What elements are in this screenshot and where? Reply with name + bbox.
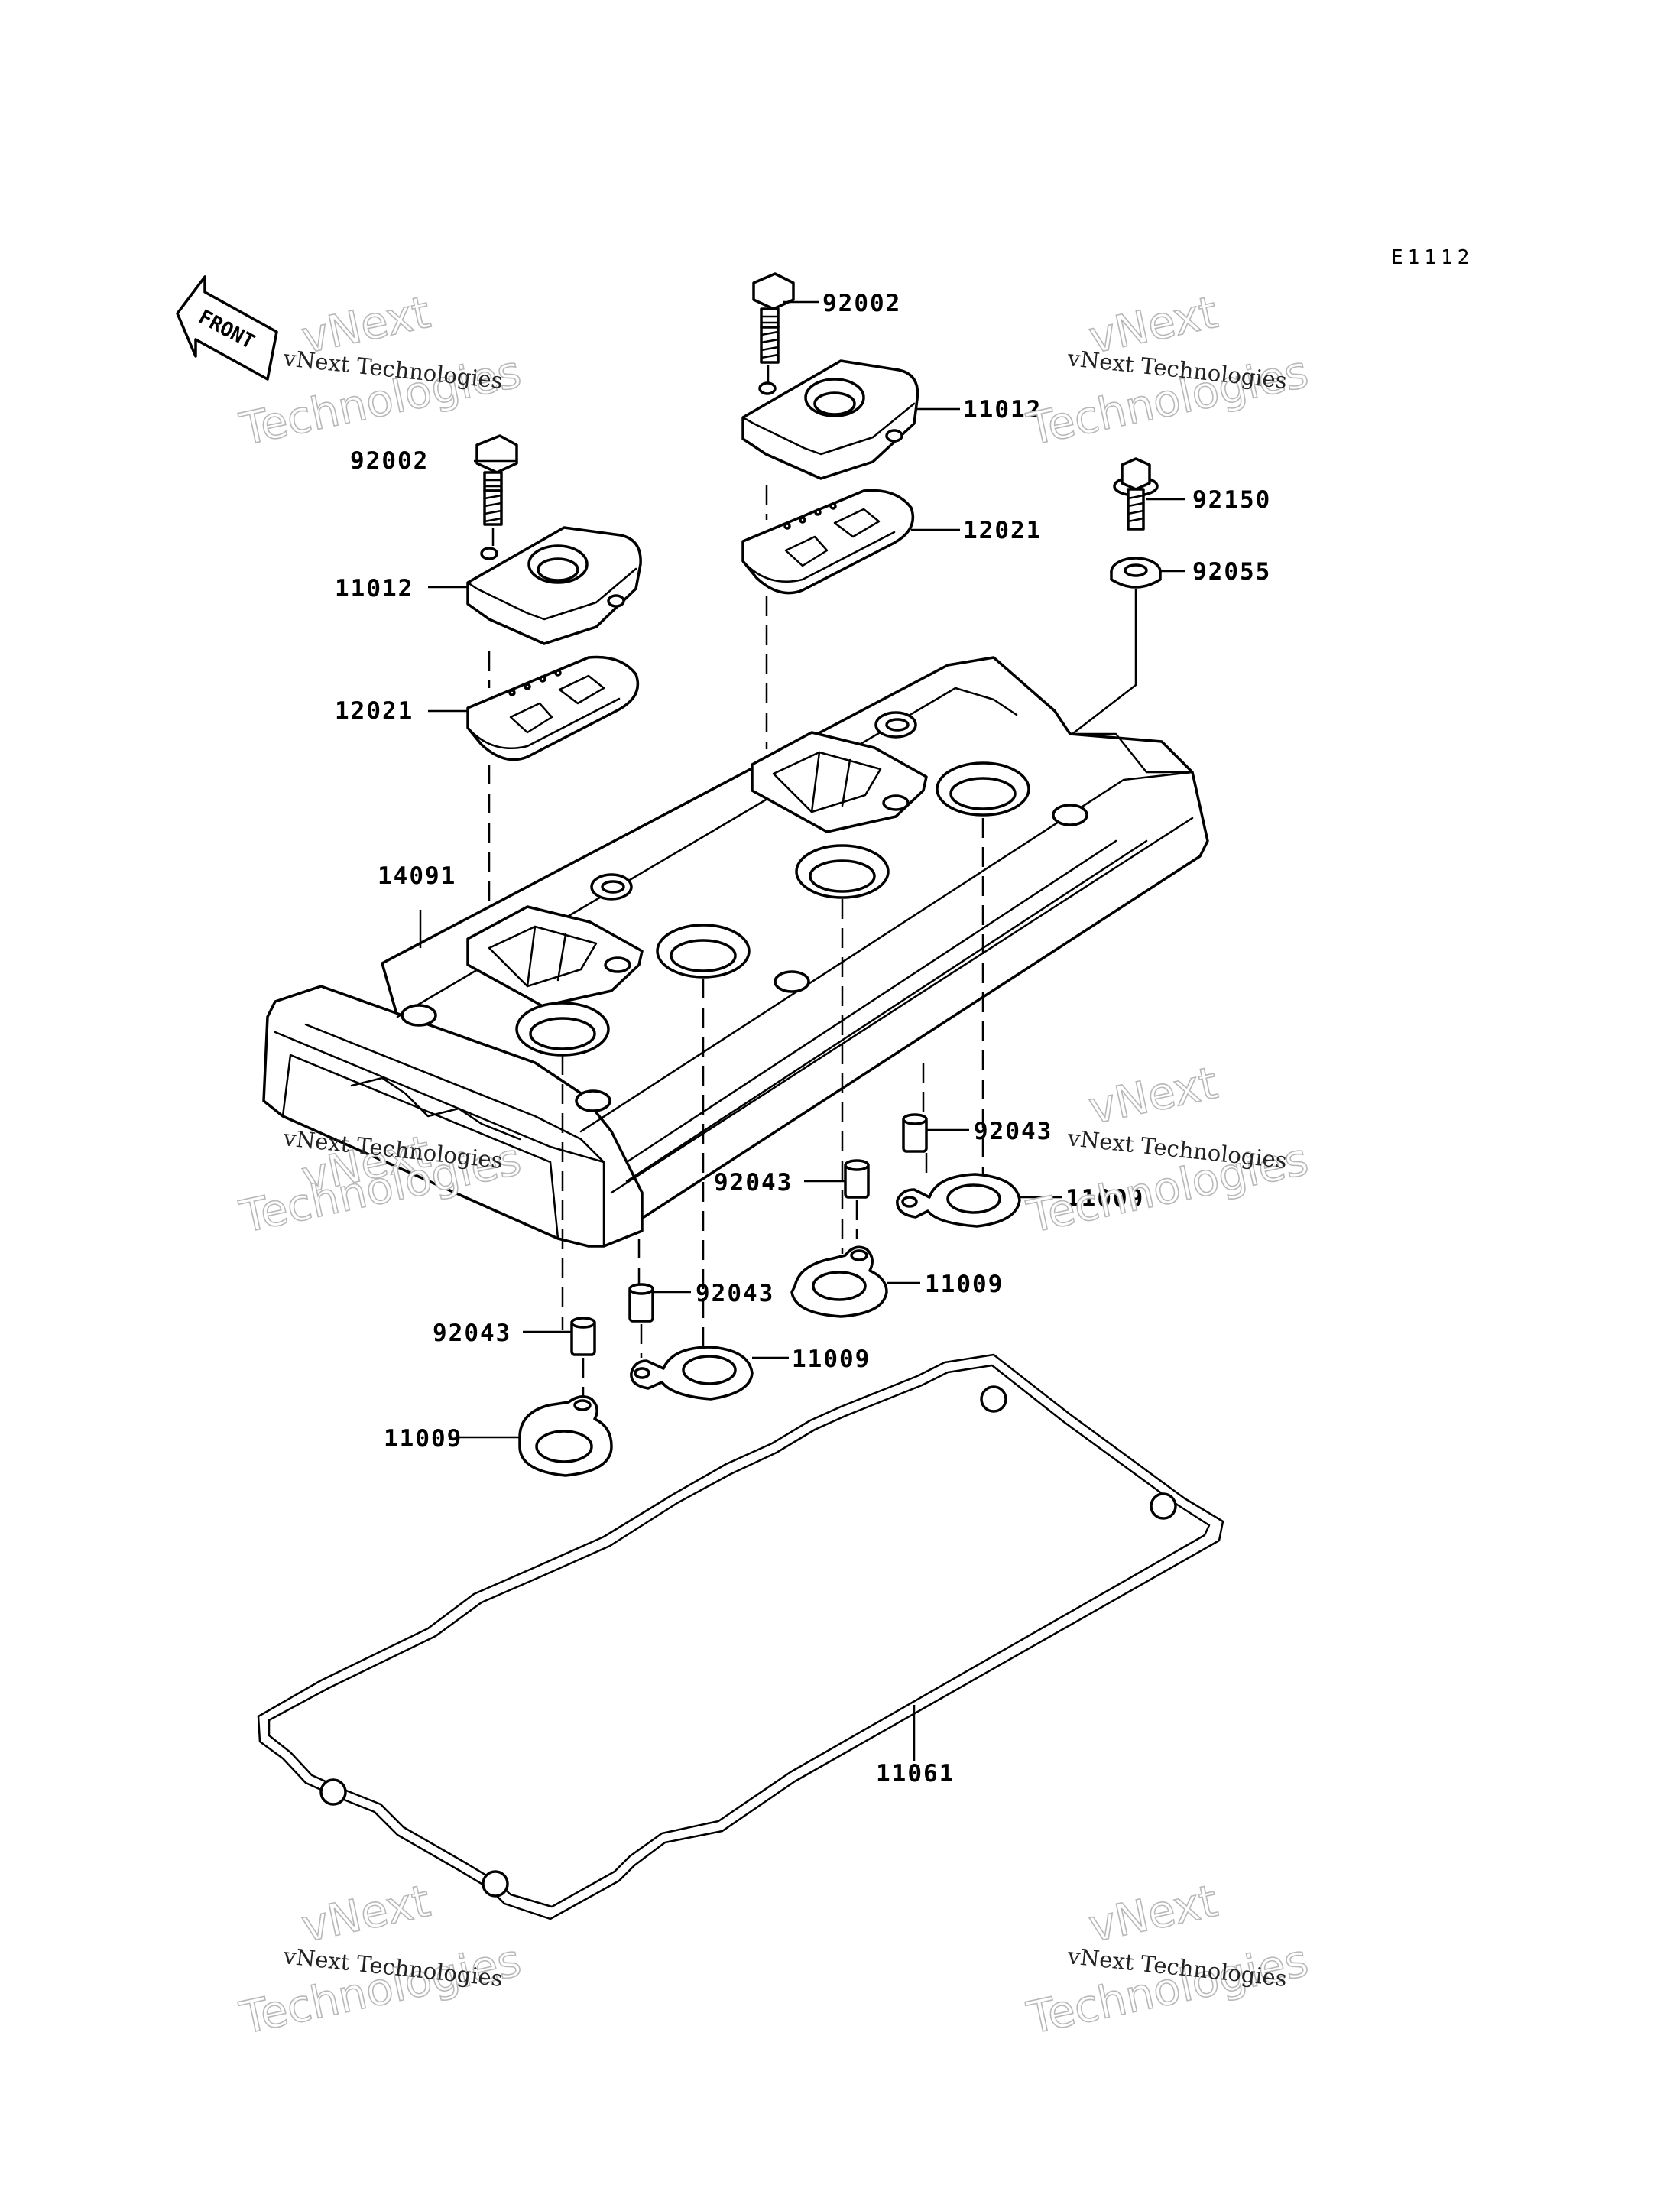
- label-dowel-92043-3: 92043: [714, 1169, 793, 1196]
- bolt-92002-right: [752, 272, 795, 364]
- label-gasket-11061: 11061: [876, 1760, 955, 1787]
- label-gasket-11009-1: 11009: [384, 1425, 462, 1453]
- watermark-middle-right: vNext Technologies vNext Technologies: [1022, 1056, 1313, 1244]
- gasket-11009-3: [790, 1245, 888, 1318]
- bolt-92002-left: [475, 434, 518, 526]
- cap-11012-right: [741, 359, 919, 480]
- breather-plate-12021-left: [466, 655, 640, 761]
- label-gasket-11009-2: 11009: [792, 1346, 871, 1373]
- svg-text:vNext: vNext: [1085, 1057, 1222, 1135]
- label-bolt-92002-right: 92002: [822, 290, 901, 317]
- watermark-top-left: vNext Technologies vNext Technologies: [235, 285, 526, 456]
- cylinder-head-cover-14091: [262, 656, 1209, 1248]
- cap-11012-left: [466, 526, 642, 645]
- label-bolt-92002-left: 92002: [350, 447, 429, 475]
- label-grommet-92055: 92055: [1192, 558, 1271, 586]
- label-gasket-11009-3: 11009: [925, 1271, 1004, 1298]
- svg-text:vNext: vNext: [1085, 1875, 1222, 1953]
- label-plate-12021-right: 12021: [963, 517, 1042, 544]
- label-bolt-92150: 92150: [1192, 486, 1271, 514]
- label-dowel-92043-2: 92043: [696, 1280, 774, 1307]
- gasket-11009-1: [518, 1395, 613, 1477]
- front-arrow-icon: FRONT: [176, 275, 278, 381]
- bolt-92150: [1113, 457, 1159, 531]
- head-cover-gasket-11061: [257, 1353, 1224, 1920]
- dowel-92043-1: [570, 1317, 596, 1356]
- watermark-bottom-right: vNext Technologies vNext Technologies: [1022, 1874, 1313, 2045]
- dowel-92043-3: [844, 1159, 870, 1199]
- label-dowel-92043-1: 92043: [433, 1320, 511, 1347]
- label-dowel-92043-4: 92043: [974, 1118, 1052, 1145]
- label-cap-11012-left: 11012: [335, 575, 414, 602]
- diagram-code: E1112: [1391, 246, 1474, 269]
- label-cover-14091: 14091: [378, 862, 456, 890]
- label-cap-11012-right: 11012: [963, 396, 1042, 424]
- grommet-92055: [1110, 557, 1162, 589]
- watermark-bottom-left: vNext Technologies vNext Technologies: [235, 1874, 526, 2045]
- watermark-top-right: vNext Technologies vNext Technologies: [1022, 285, 1313, 456]
- label-gasket-11009-4: 11009: [1065, 1185, 1144, 1213]
- breather-plate-12021-right: [741, 489, 915, 595]
- watermark-middle-left: vNext Technologies vNext Technologies: [235, 1125, 526, 1244]
- gasket-11009-2: [630, 1346, 754, 1401]
- gasket-11009-4: [896, 1173, 1021, 1228]
- dowel-92043-4: [902, 1113, 928, 1153]
- dowel-92043-2: [628, 1283, 654, 1323]
- svg-text:vNext: vNext: [297, 1875, 435, 1953]
- label-plate-12021-left: 12021: [335, 697, 414, 725]
